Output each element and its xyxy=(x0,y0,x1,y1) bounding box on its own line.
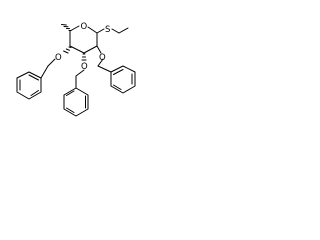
bond-ring-o-c1 xyxy=(87,26,98,34)
bond-ring-c5-o xyxy=(69,25,80,32)
bond-ch2-ch3 xyxy=(118,27,129,34)
bond-ch2-ring-left xyxy=(40,65,49,79)
bond-ring-c3-c4 xyxy=(69,45,85,54)
ether-oxygen-lower-label: O xyxy=(81,62,88,72)
bond-ring-c2-c3 xyxy=(83,45,98,54)
ether-oxygen-left-label: O xyxy=(55,53,62,63)
bond-o-ch2-left xyxy=(47,58,56,67)
benzene-ring-lower xyxy=(63,87,89,117)
bond-o-ch2-right xyxy=(97,58,104,67)
ether-oxygen-right-label: O xyxy=(99,53,106,63)
bond-ch2-ring-right xyxy=(97,65,112,73)
molecule-canvas: O S O O O xyxy=(0,0,152,152)
molecule-structure: O S O O O xyxy=(16,22,136,117)
benzene-ring-left xyxy=(16,71,42,100)
bond-c1-s xyxy=(96,28,105,34)
hashed-bond-c3-o xyxy=(81,53,87,61)
bond-o-ch2-lower xyxy=(75,69,85,77)
hashed-bond-c4-o xyxy=(63,46,72,54)
benzene-ring-right xyxy=(110,65,136,94)
sulfur-label: S xyxy=(105,25,110,35)
hashed-bond-c5-methyl xyxy=(61,24,72,31)
ring-oxygen-label: O xyxy=(81,22,88,32)
bond-c2-o xyxy=(96,45,102,54)
bond-s-ch2 xyxy=(111,28,120,34)
